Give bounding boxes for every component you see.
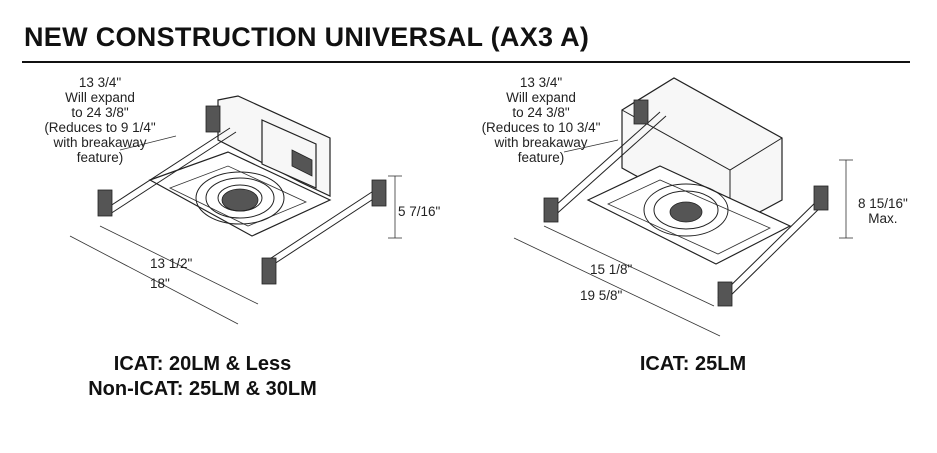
page-title: NEW CONSTRUCTION UNIVERSAL (AX3 A) (24, 22, 590, 52)
left-caption: ICAT: 20LM & Less Non-ICAT: 25LM & 30LM (60, 352, 345, 402)
right-height-label: 8 15/16" Max. (858, 196, 908, 226)
left-height-label: 5 7/16" (398, 204, 441, 219)
right-expand-line-1: 13 3/4" (519, 75, 563, 90)
right-height-line-1: 8 15/16" (858, 196, 908, 211)
left-expand-line-4: (Reduces to 9 1/4" (44, 120, 156, 135)
right-caption-line-1: ICAT: 25LM (639, 353, 747, 375)
right-width-outer-label: 19 5/8" (580, 288, 623, 303)
right-fixture-drawing (513, 77, 853, 337)
left-width-outer-label: 18" (150, 276, 170, 291)
left-caption-line-1: ICAT: 20LM & Less (113, 353, 292, 375)
left-width-inner-label: 13 1/2" (150, 256, 193, 271)
right-expand-note: 13 3/4" Will expand to 24 3/8" (Reduces … (466, 75, 616, 165)
title-underline (22, 61, 910, 63)
right-expand-line-3: to 24 3/8" (512, 105, 570, 120)
right-height-line-2: Max. (868, 211, 898, 226)
right-expand-line-5: with breakaway (494, 135, 588, 150)
left-expand-line-5: with breakaway (53, 135, 147, 150)
left-caption-line-2: Non-ICAT: 25LM & 30LM (88, 378, 317, 400)
left-expand-line-2: Will expand (65, 90, 135, 105)
left-fixture-drawing (69, 95, 402, 325)
right-caption: ICAT: 25LM (600, 352, 786, 377)
right-expand-line-6: feature) (517, 150, 565, 165)
left-expand-line-6: feature) (76, 150, 124, 165)
left-expand-line-3: to 24 3/8" (71, 105, 129, 120)
left-expand-line-1: 13 3/4" (78, 75, 122, 90)
right-width-inner-label: 15 1/8" (590, 262, 633, 277)
right-expand-line-4: (Reduces to 10 3/4" (481, 120, 601, 135)
left-expand-note: 13 3/4" Will expand to 24 3/8" (Reduces … (30, 75, 170, 165)
right-expand-line-2: Will expand (506, 90, 576, 105)
